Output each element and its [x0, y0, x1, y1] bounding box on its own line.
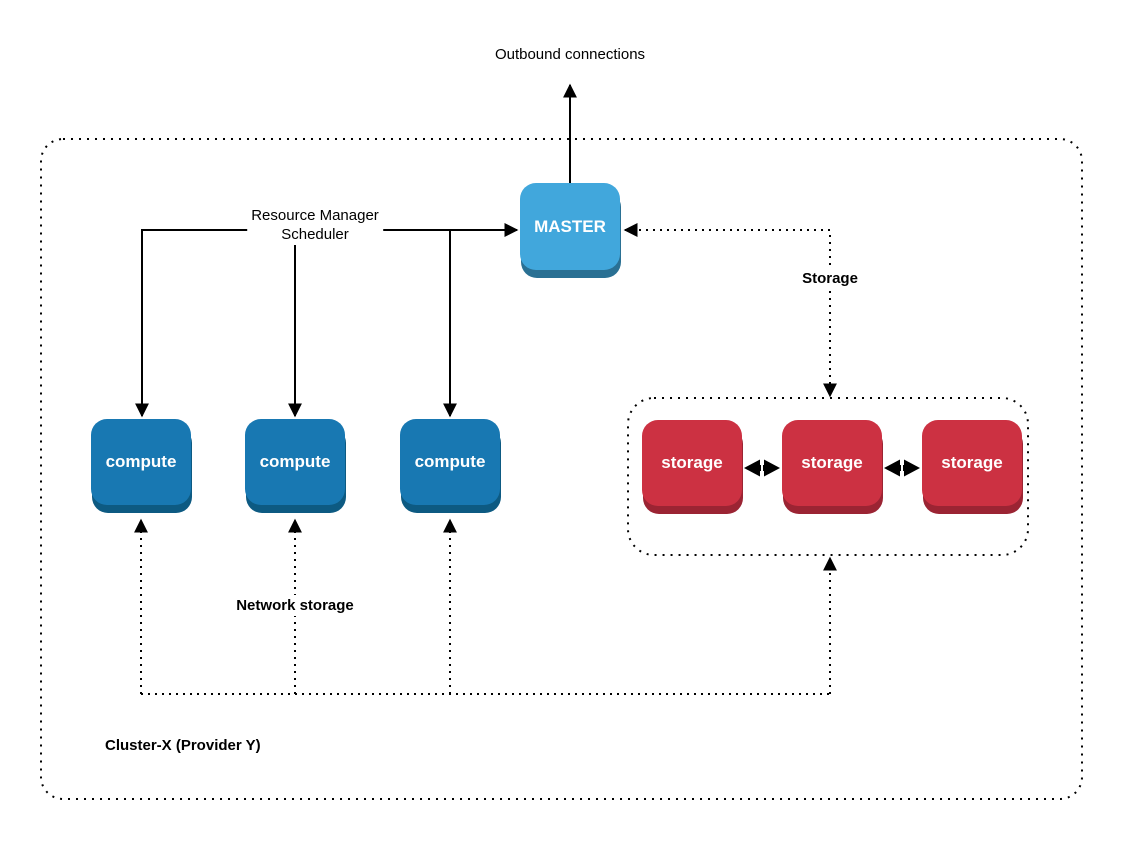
node-storage-2[interactable]: storage: [782, 420, 882, 506]
network-storage-label: Network storage: [232, 595, 358, 616]
node-compute-3[interactable]: compute: [400, 419, 500, 505]
node-storage-3[interactable]: storage: [922, 420, 1022, 506]
outbound-connections-label: Outbound connections: [490, 44, 650, 65]
node-compute-2[interactable]: compute: [245, 419, 345, 505]
bidirectional-arrow-2: [884, 459, 920, 477]
node-master-label: MASTER: [534, 216, 606, 236]
resource-manager-scheduler-label: Resource Manager Scheduler: [247, 205, 383, 245]
cluster-title-label: Cluster-X (Provider Y): [105, 737, 261, 754]
node-compute-label: compute: [414, 452, 486, 471]
node-storage-label: storage: [801, 453, 863, 472]
node-storage-label: storage: [661, 453, 723, 472]
node-master[interactable]: MASTER: [520, 183, 620, 270]
storage-group-boundary: [627, 397, 1029, 556]
edge-master-storage: [623, 223, 837, 398]
node-compute-1[interactable]: compute: [91, 419, 191, 505]
bidirectional-arrow-1: [744, 459, 780, 477]
node-compute-label: compute: [105, 452, 177, 471]
node-compute-label: compute: [259, 452, 331, 471]
node-storage-label: storage: [941, 453, 1003, 472]
storage-edge-label: Storage: [798, 268, 862, 289]
node-storage-1[interactable]: storage: [642, 420, 742, 506]
